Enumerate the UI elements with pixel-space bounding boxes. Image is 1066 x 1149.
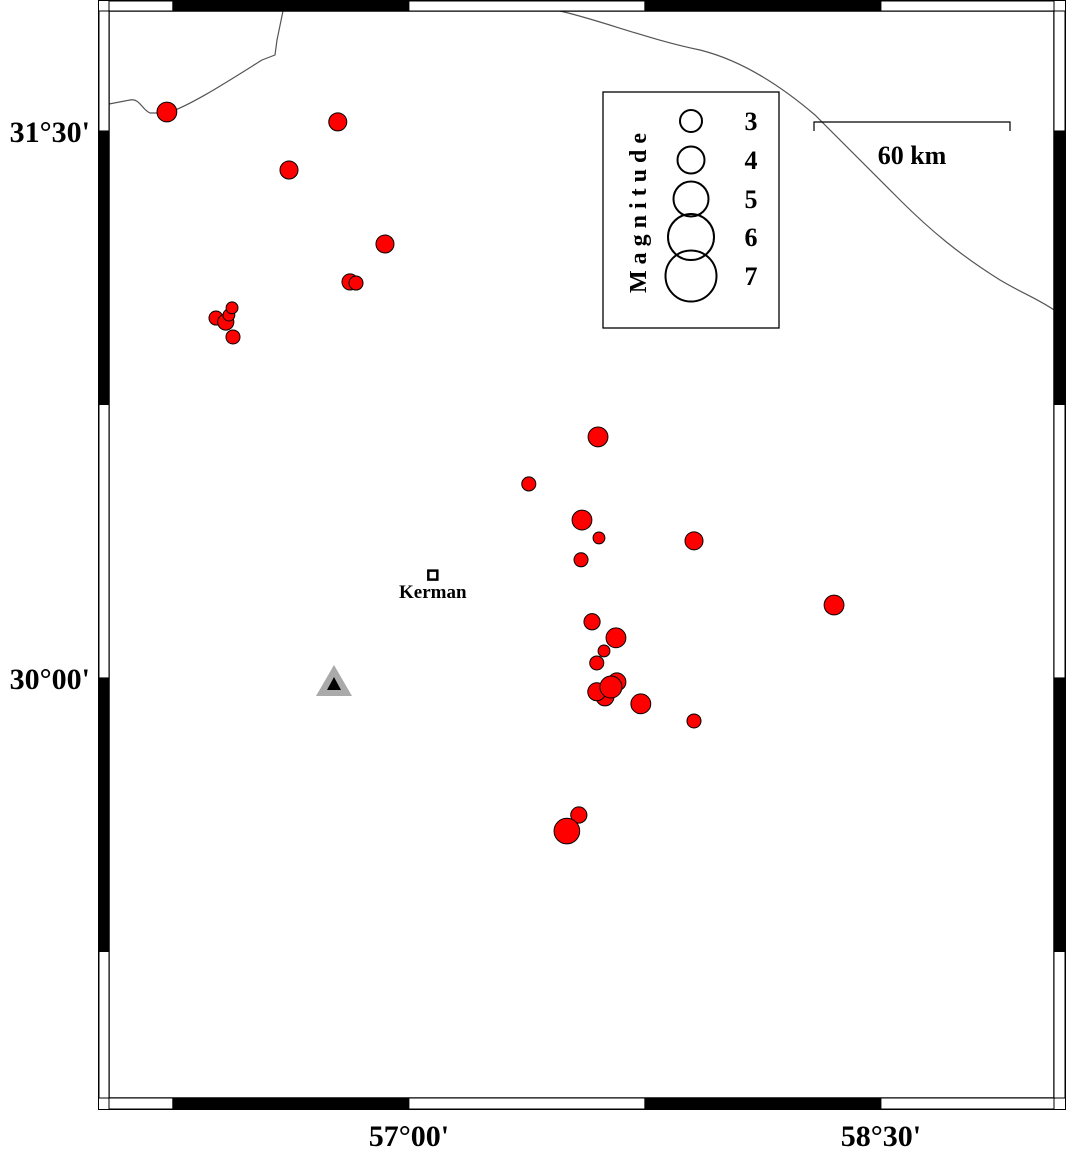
earthquake-event [597,644,611,658]
earthquake-event [279,160,299,180]
frame-segment [98,10,110,132]
axis-tick-labels: 57°00' 58°30' 31°30' 30°00' [10,116,921,1149]
city-label: Kerman [399,582,467,603]
map-frame [98,0,1066,1110]
earthquake-event [553,817,581,845]
frame-segment [98,130,110,405]
frame-segment [408,1097,646,1110]
earthquake-event [348,275,364,291]
earthquake-event [592,531,606,545]
frame-segment [108,1097,174,1110]
city-square-icon [427,569,439,581]
x-tick-label: 58°30' [841,1120,921,1149]
frame-segment [108,0,174,12]
earthquake-event [328,112,348,132]
station-inner-triangle [327,677,341,691]
scale-bar-label: 60 km [878,141,947,170]
legend-label: 5 [745,185,758,214]
magnitude-legend: Magnitude 3 4 5 6 7 [602,91,780,329]
earthquake-event [684,531,704,551]
frame-segment [1053,950,1066,1099]
earthquake-event [225,301,239,315]
frame-segment [1053,403,1066,679]
legend-circle-icon [667,213,715,261]
frame-segment [644,0,882,12]
frame-segment [1053,10,1066,132]
earthquake-event [571,509,593,531]
legend-label: 6 [745,223,758,252]
earthquake-event [823,594,845,616]
earthquake-event [686,713,702,729]
earthquake-event [605,627,627,649]
earthquake-event [156,101,178,123]
earthquake-event [375,234,395,254]
legend-circle-icon [672,180,710,218]
earthquake-event [589,655,605,671]
frame-segment [880,0,1055,12]
frame-segment [644,1097,882,1110]
frame-segment [98,403,110,679]
earthquake-event [630,693,652,715]
legend-label: 3 [745,107,758,136]
earthquake-event [521,476,537,492]
earthquake-event [587,426,609,448]
y-tick-label: 30°00' [10,663,90,696]
legend-label: 7 [745,262,758,291]
frame-segment [98,677,110,952]
earthquake-event [599,675,623,699]
frame-segment [98,950,110,1099]
earthquake-event [570,806,588,824]
earthquake-event [573,552,589,568]
city-marker: Kerman [399,569,467,603]
frame-segment [408,0,646,12]
legend-circle-icon [676,145,706,175]
y-tick-label: 31°30' [10,116,90,149]
frame-segment [172,0,410,12]
legend-circle-icon [679,109,703,133]
frame-segment [1053,130,1066,405]
frame-segment [880,1097,1055,1110]
earthquake-event [583,613,601,631]
legend-circle-icon [664,249,718,303]
scale-bar: 60 km [813,121,1011,170]
legend-title: Magnitude [626,127,652,293]
earthquake-event [225,329,241,345]
legend-label: 4 [745,146,758,175]
frame-segment [1053,677,1066,952]
frame-segment [172,1097,410,1110]
earthquake-events [156,101,845,845]
seismic-station-triangle-icon [316,665,352,697]
x-tick-label: 57°00' [369,1120,449,1149]
